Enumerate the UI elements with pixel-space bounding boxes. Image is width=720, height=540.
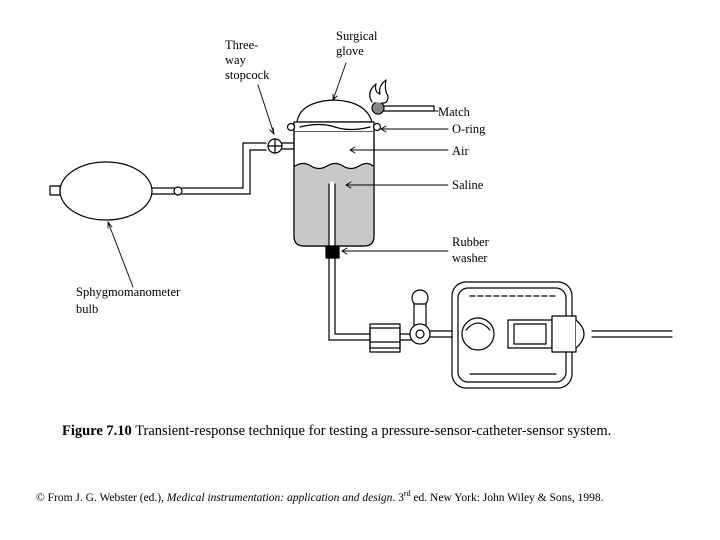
- label-match: Match: [438, 105, 471, 119]
- o-ring-rim: [286, 121, 382, 133]
- label-oring: O-ring: [452, 122, 486, 136]
- pressure-sensor: [451, 281, 673, 389]
- leader-lines: [107, 62, 449, 288]
- label-saline: Saline: [452, 178, 484, 192]
- figure-number: Figure 7.10: [62, 423, 132, 439]
- label-washer-1: Rubber: [452, 235, 490, 249]
- source-credit: © From J. G. Webster (ed.), Medical inst…: [36, 489, 696, 504]
- label-glove-2: glove: [336, 44, 364, 58]
- diagram-labels: Three- way stopcock Surgical glove Match…: [76, 29, 490, 316]
- surgical-glove: [296, 99, 373, 123]
- flush-valve: [409, 289, 456, 345]
- label-washer-2: washer: [452, 251, 488, 265]
- figure-caption-text: Transient-response technique for testing…: [135, 423, 612, 439]
- credit-book-title: Medical instrumentation: application and…: [166, 491, 393, 504]
- label-stopcock-1: Three-: [225, 38, 258, 52]
- label-glove-1: Surgical: [336, 29, 378, 43]
- credit-edition: . 3: [392, 491, 404, 504]
- figure-caption: Figure 7.10 Transient-response technique…: [62, 423, 702, 440]
- sphygmomanometer-bulb: [49, 161, 153, 221]
- connector: [369, 323, 421, 353]
- credit-suffix: ed. New York: John Wiley & Sons, 1998.: [413, 491, 604, 504]
- credit-prefix: © From J. G. Webster (ed.),: [36, 491, 165, 504]
- bulb-tubing: [151, 142, 267, 196]
- label-bulb-2: bulb: [76, 302, 98, 316]
- label-air: Air: [452, 144, 470, 158]
- catheter: [328, 181, 371, 343]
- rubber-washer: [325, 245, 340, 259]
- three-way-stopcock: [267, 138, 297, 154]
- label-bulb-1: Sphygmomanometer: [76, 285, 181, 299]
- label-stopcock-3: stopcock: [225, 68, 270, 82]
- match: [369, 79, 435, 115]
- label-stopcock-2: way: [225, 53, 247, 67]
- credit-edition-sup: rd: [403, 489, 411, 498]
